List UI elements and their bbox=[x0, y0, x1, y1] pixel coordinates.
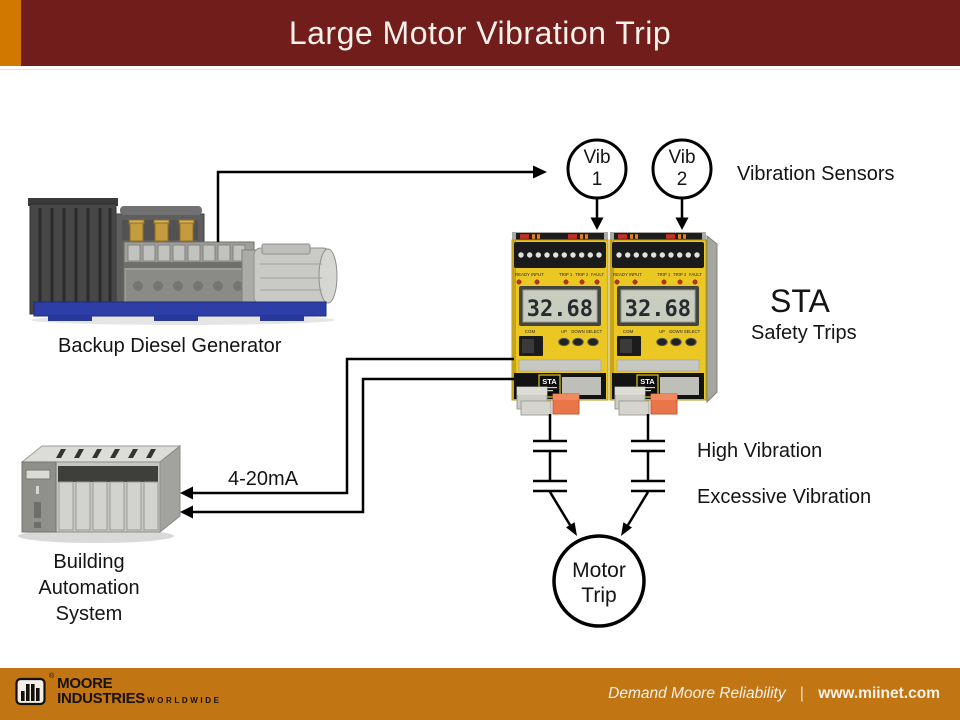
vib1-label-line1: Vib bbox=[583, 147, 611, 168]
bas-label-line1: Building bbox=[53, 551, 125, 573]
sta-title: STA bbox=[770, 283, 830, 319]
button-label-down: DOWN bbox=[571, 329, 584, 334]
sta-module-1: READY INPUT TRIP 1 TRIP 2 FAULT 32.68 CO… bbox=[511, 232, 609, 416]
high-vibration-label: High Vibration bbox=[697, 440, 823, 462]
lcd-display-value: 32.68 bbox=[527, 297, 593, 322]
motor-trip-label-line2: Trip bbox=[581, 584, 617, 607]
motor-trip-label-line1: Motor bbox=[572, 559, 626, 582]
led-label-trip2: TRIP 2 bbox=[673, 272, 687, 277]
analog-wire-2 bbox=[180, 377, 514, 519]
vib2-label-line1: Vib bbox=[668, 147, 696, 168]
led-label-input: INPUT bbox=[629, 272, 642, 277]
logo-registered-mark: ® bbox=[49, 673, 55, 680]
vibration-sensors-label: Vibration Sensors bbox=[737, 163, 895, 185]
lcd-display-value: 32.68 bbox=[625, 297, 691, 322]
vib2-label: Vib 2 bbox=[652, 147, 712, 191]
vib2-label-line2: 2 bbox=[676, 169, 688, 190]
trip-contact-chain-2 bbox=[621, 414, 665, 536]
vib1-label-line2: 1 bbox=[591, 169, 603, 190]
trip-contact-chain-1 bbox=[533, 414, 577, 536]
footer-website: www.miinet.com bbox=[818, 685, 940, 702]
bas-plc-illustration bbox=[18, 444, 182, 543]
sta-subtitle: Safety Trips bbox=[751, 322, 857, 344]
button-label-up: UP bbox=[561, 329, 567, 334]
diesel-generator-illustration bbox=[28, 198, 338, 325]
header-divider bbox=[0, 69, 960, 70]
logo-moore: MOORE bbox=[57, 675, 113, 692]
logo-industries: INDUSTRIES bbox=[57, 690, 146, 707]
signal-4-20ma-label: 4-20mA bbox=[228, 468, 299, 490]
page-title: Large Motor Vibration Trip bbox=[288, 15, 672, 51]
footer-separator: | bbox=[799, 685, 804, 702]
header-accent-block bbox=[0, 0, 21, 66]
sta-badge: STA bbox=[542, 377, 557, 386]
header-bar bbox=[0, 0, 960, 66]
button-label-select: SELECT bbox=[586, 329, 603, 334]
logo-worldwide: WORLDWIDE bbox=[147, 696, 222, 705]
led-label-trip2: TRIP 2 bbox=[575, 272, 589, 277]
led-label-ready: READY bbox=[613, 272, 628, 277]
button-label-select: SELECT bbox=[684, 329, 701, 334]
sta-devices-illustration: READY INPUT TRIP 1 TRIP 2 FAULT 32.68 CO… bbox=[511, 232, 718, 416]
com-label: COM bbox=[623, 329, 634, 334]
com-label: COM bbox=[525, 329, 536, 334]
excessive-vibration-label: Excessive Vibration bbox=[697, 486, 872, 508]
sta-module-2: READY INPUT TRIP 1 TRIP 2 FAULT 32.68 CO… bbox=[609, 232, 707, 416]
button-label-down: DOWN bbox=[669, 329, 682, 334]
led-label-fault: FAULT bbox=[591, 272, 604, 277]
led-label-trip1: TRIP 1 bbox=[657, 272, 671, 277]
motor-trip-label: Motor Trip bbox=[559, 558, 639, 608]
led-label-trip1: TRIP 1 bbox=[559, 272, 573, 277]
bas-label-line3: System bbox=[55, 603, 123, 625]
moore-logo-mark bbox=[15, 677, 46, 706]
bas-label: Building Automation System bbox=[14, 549, 164, 627]
footer-text: Demand Moore Reliability | www.miinet.co… bbox=[608, 685, 940, 703]
led-label-fault: FAULT bbox=[689, 272, 702, 277]
button-label-up: UP bbox=[659, 329, 665, 334]
generator-label: Backup Diesel Generator bbox=[58, 335, 282, 357]
footer-bar: ® MOORE INDUSTRIES WORLDWIDE Demand Moor… bbox=[0, 668, 960, 720]
bas-label-line2: Automation bbox=[38, 577, 140, 599]
logo-text: MOORE INDUSTRIES WORLDWIDE bbox=[57, 676, 221, 706]
vib1-label: Vib 1 bbox=[567, 147, 627, 191]
footer-tagline: Demand Moore Reliability bbox=[608, 685, 786, 702]
led-label-input: INPUT bbox=[531, 272, 544, 277]
moore-industries-logo: ® MOORE INDUSTRIES WORLDWIDE bbox=[15, 673, 222, 708]
led-label-ready: READY bbox=[515, 272, 530, 277]
device-side-panel bbox=[706, 234, 718, 404]
sta-badge: STA bbox=[640, 377, 655, 386]
